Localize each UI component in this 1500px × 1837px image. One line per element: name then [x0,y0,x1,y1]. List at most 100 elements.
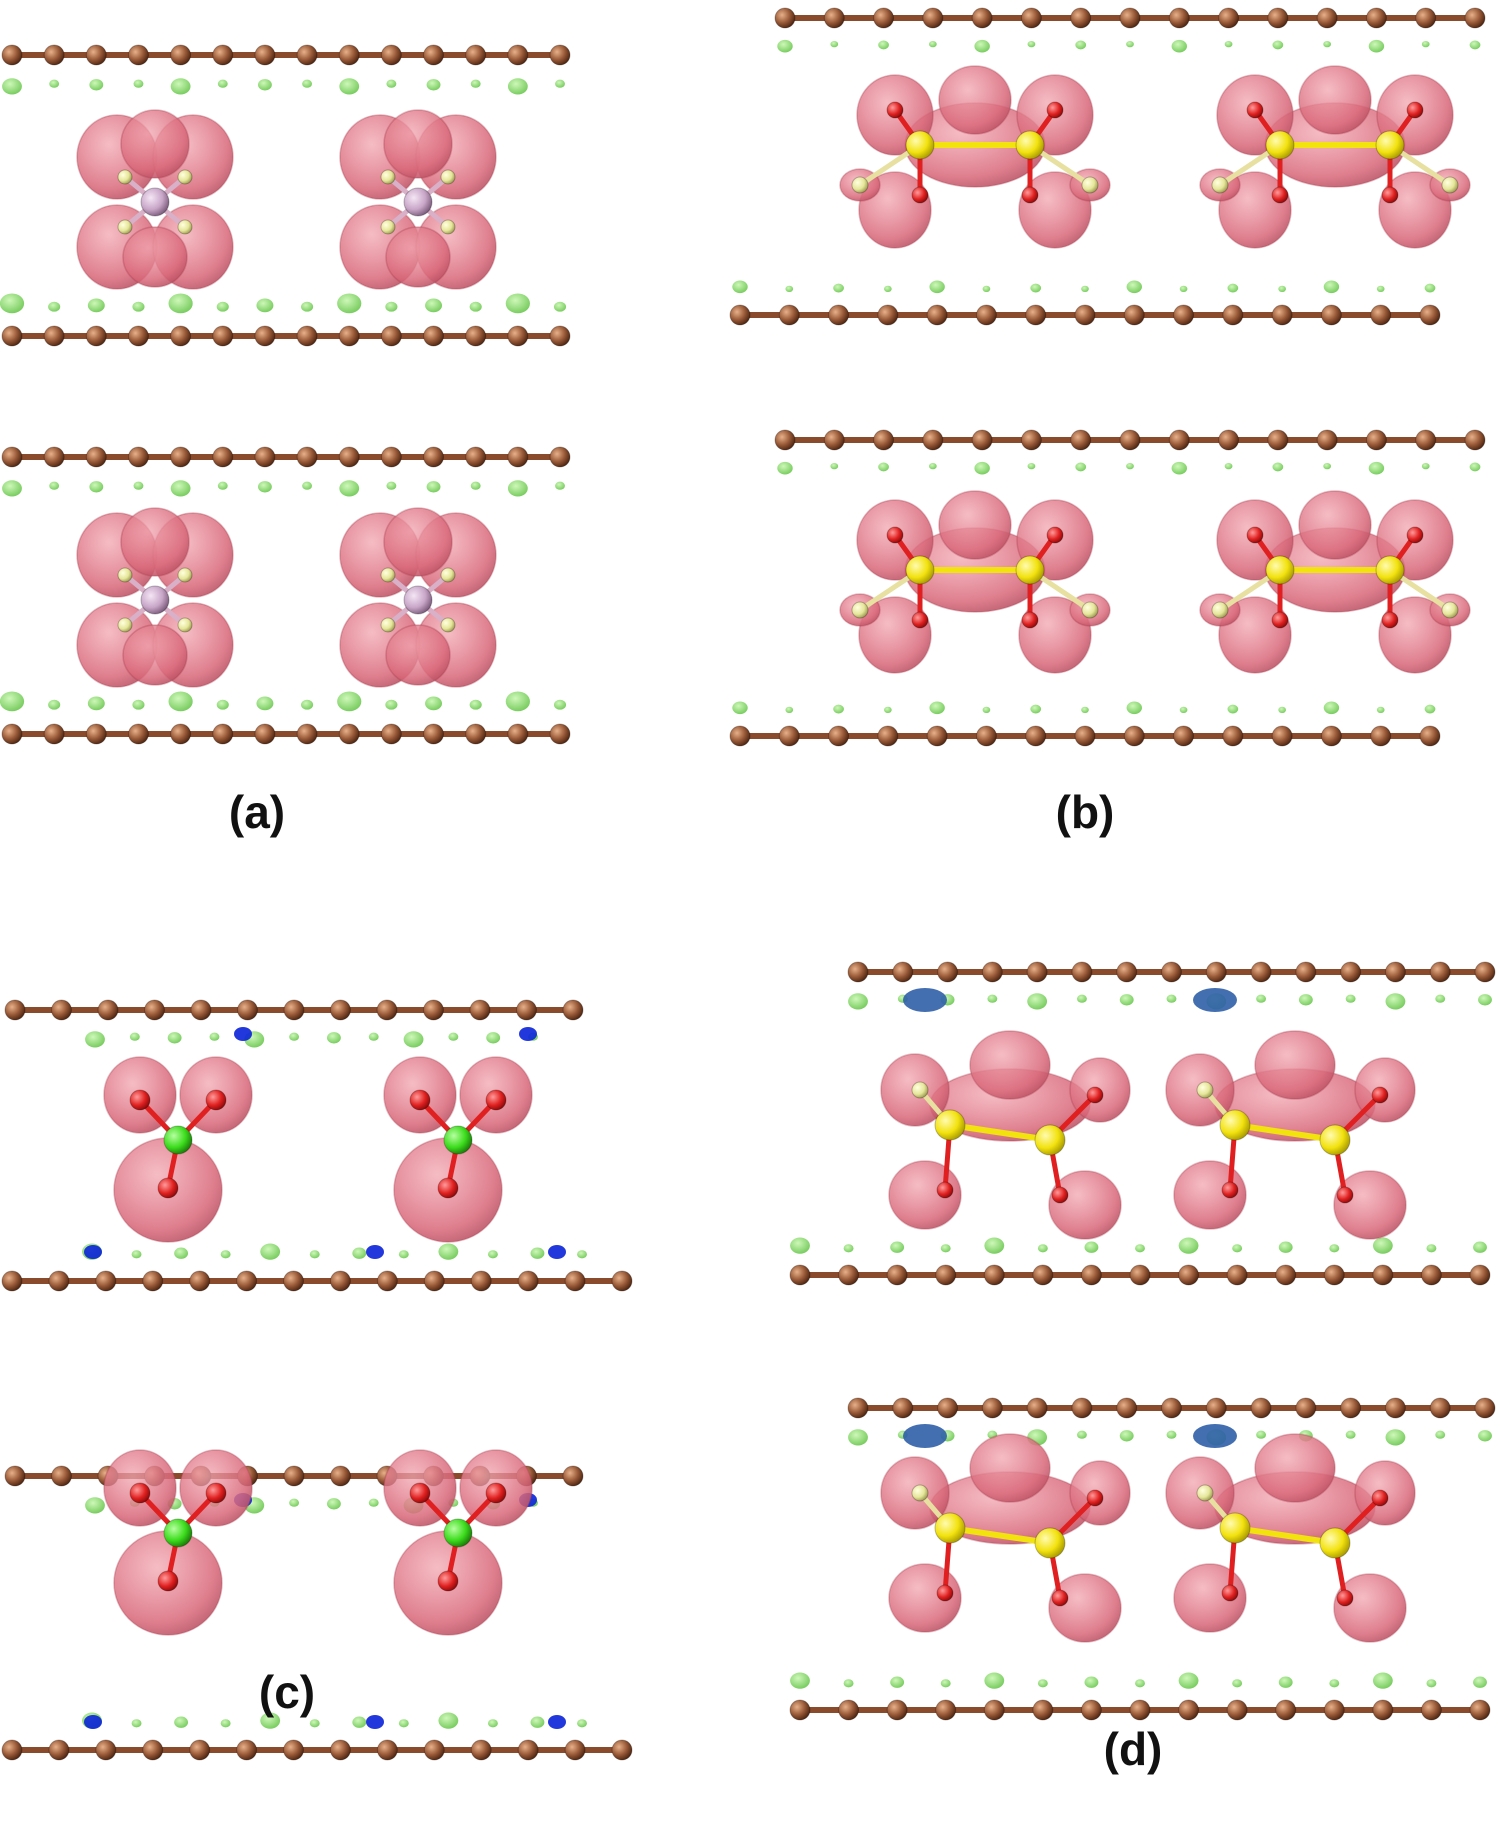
carbon-atom [1275,1699,1297,1721]
carbon-atom [423,1739,445,1761]
oxygen-atom [1271,611,1289,629]
carbon-atom [465,325,487,347]
carbon-atom [1026,1397,1048,1419]
oxygen-atom [205,1089,227,1111]
carbon-atom [1370,725,1392,747]
carbon-atom [1384,961,1406,983]
depletion-lobe [505,293,530,314]
depletion-lobe [302,481,313,490]
carbon-atom [1226,1264,1248,1286]
oxygen-atom [1046,526,1064,544]
depletion-lobe [903,988,947,1012]
depletion-lobe [49,79,60,88]
carbon-atom [470,1270,492,1292]
depletion-lobe [326,1032,341,1044]
carbon-atom [1071,1397,1093,1419]
isosurface-lobe [1298,65,1372,135]
depletion-lobe [2,480,22,497]
carbon-atom [1365,429,1387,451]
anion-cluster [339,507,497,688]
depletion-lobe [843,1679,854,1688]
carbon-atom [935,1264,957,1286]
depletion-lobe [1421,462,1430,470]
carbon-atom [4,1465,26,1487]
oxygen-atom [1381,186,1399,204]
depletion-lobe [1435,994,1446,1003]
depletion-lobe [530,1716,545,1728]
depletion-lobe [519,1027,537,1041]
carbon-atom [983,1699,1005,1721]
sulfur-atom [1034,1527,1066,1559]
depletion-lobe [85,1497,105,1514]
depletion-lobe [878,462,889,472]
depletion-lobe [174,1247,189,1259]
carbon-atom [1226,1699,1248,1721]
depletion-lobe [1256,1430,1267,1439]
depletion-lobe [984,1672,1005,1689]
depletion-lobe [129,1032,140,1041]
carbon-atom [789,1699,811,1721]
carbon-atom [423,723,445,745]
carbon-atom [729,725,751,747]
isosurface-lobe [1298,490,1372,560]
depletion-lobe [84,1245,102,1259]
depletion-lobe [1376,706,1385,714]
carbon-atom [1178,1699,1200,1721]
carbon-atom [423,1270,445,1292]
oxygen-atom [157,1177,179,1199]
depletion-lobe [1426,1679,1437,1688]
depletion-lobe [790,1237,810,1254]
depletion-lobe [170,78,191,95]
carbon-atom [51,1465,72,1487]
anion-cluster [1199,490,1471,674]
depletion-lobe [777,39,793,53]
oxygen-atom [1406,101,1424,119]
carbon-atom [296,723,318,745]
depletion-lobe [48,699,61,710]
depletion-lobe [903,1424,947,1448]
carbon-atom [1025,304,1047,326]
depletion-lobe [1126,701,1142,715]
depletion-lobe [87,298,105,313]
depletion-lobe [1084,1676,1099,1688]
depletion-lobe [848,1429,868,1446]
depletion-lobe [366,1245,384,1259]
carbon-atom [1320,725,1342,747]
isosurface-lobe [1048,1573,1122,1643]
fluorine-atom [117,617,133,633]
panel-a [0,44,571,745]
oxygen-atom [129,1089,151,1111]
depletion-lobe [167,1032,182,1044]
bond [947,1525,1053,1546]
depletion-lobe [49,481,60,490]
anion-cluster [76,109,234,290]
depletion-lobe [1323,701,1340,715]
depletion-lobe [548,1715,566,1729]
depletion-lobe [984,1237,1005,1254]
depletion-lobe [1178,1672,1199,1689]
depletion-lobe [1473,1676,1487,1688]
carbon-atom [1,325,23,347]
depletion-lobe [1424,283,1436,293]
carbon-atom [1070,429,1092,451]
depletion-lobe [1278,1676,1293,1688]
carbon-atom [828,725,850,747]
carbon-atom [254,44,276,66]
fluorine-atom [851,176,869,194]
sulfur-atom [1375,555,1405,585]
carbon-atom [774,429,796,451]
depletion-lobe [403,1031,424,1048]
depletion-lobe [1256,994,1267,1003]
depletion-lobe [1426,1244,1437,1253]
isosurface-lobe [888,1160,962,1230]
isosurface-lobe [1333,1573,1407,1643]
central-atom [403,585,433,615]
carbon-atom [1469,1264,1491,1286]
graphene-sheet [1,723,571,745]
depletion-lobe [48,301,61,312]
depletion-lobe [1469,40,1481,50]
carbon-atom [43,325,65,347]
carbon-atom [48,1739,70,1761]
fluorine-atom [117,219,133,235]
depletion-lobe [1171,461,1187,475]
